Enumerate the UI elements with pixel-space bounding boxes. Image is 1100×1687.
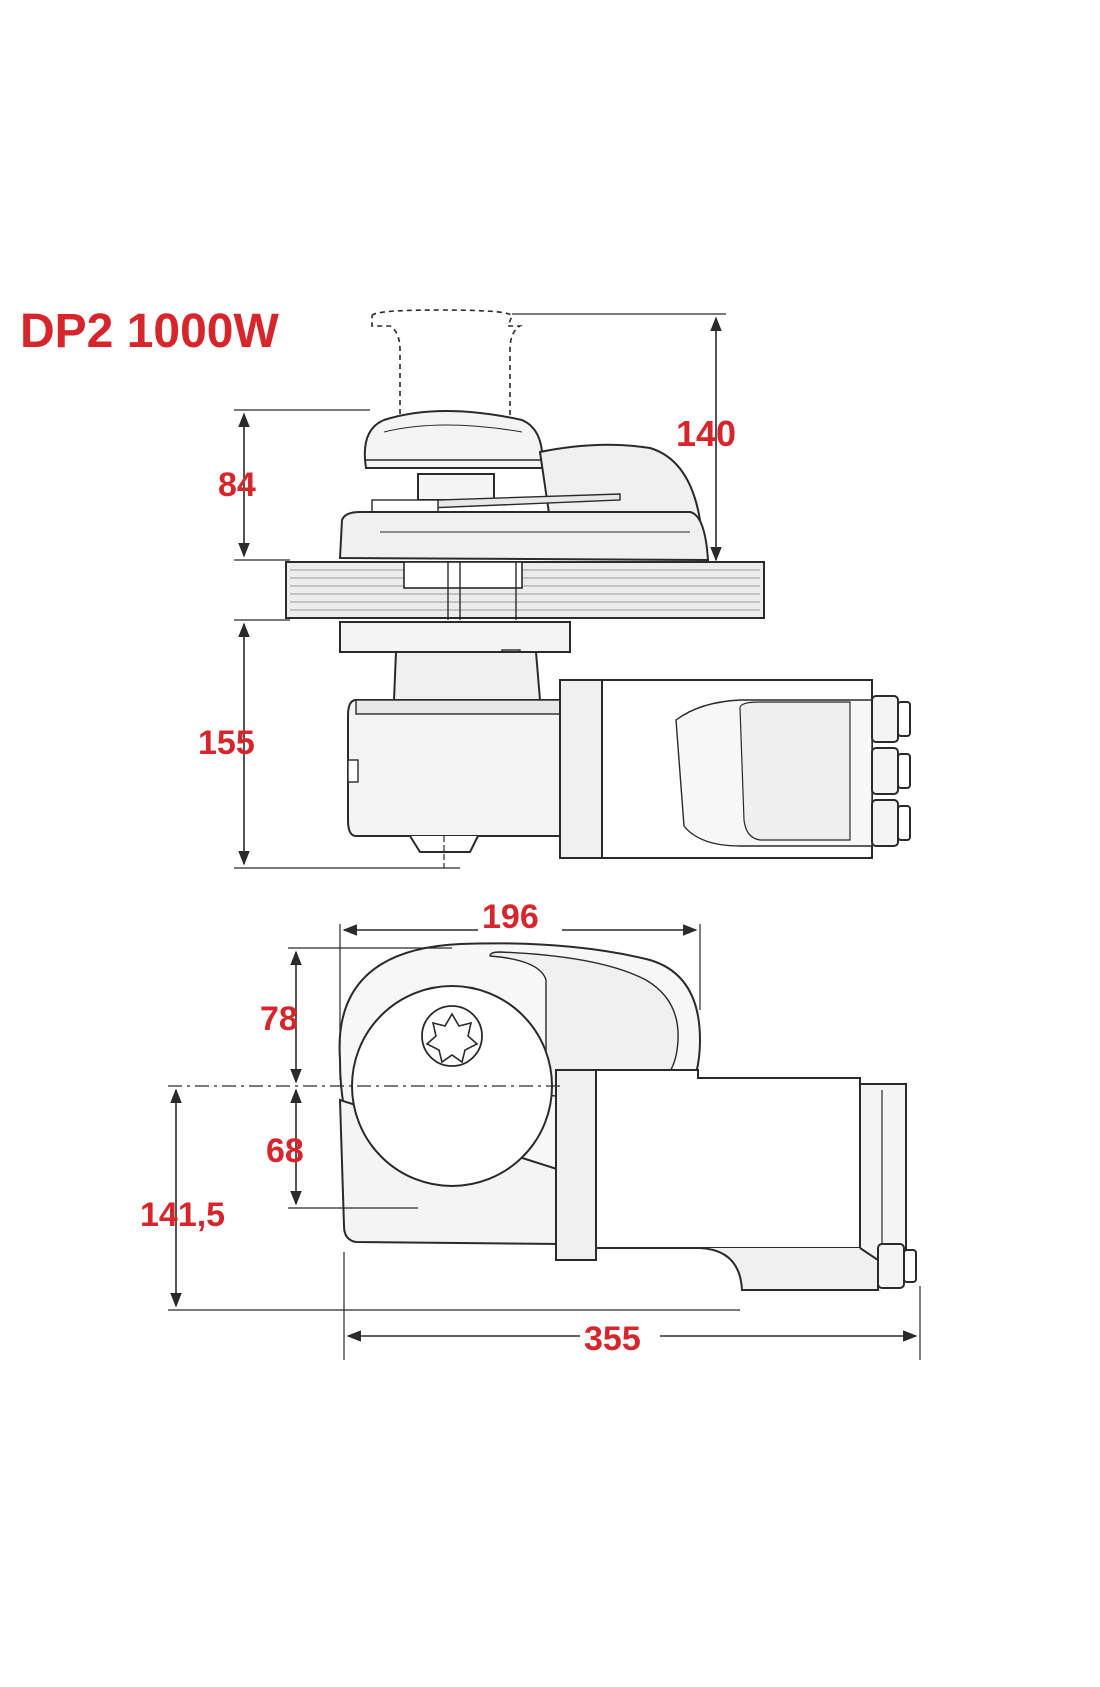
product-title: DP2 1000W <box>20 305 279 358</box>
under-deck-flange <box>339 621 571 653</box>
deck-base <box>338 511 710 562</box>
dimension-84: 84 <box>218 466 256 504</box>
star-socket-octagram <box>425 1012 479 1064</box>
deck-grain-lines <box>290 569 760 611</box>
motor-collar <box>559 679 603 859</box>
dimension-141-5: 141,5 <box>140 1196 225 1234</box>
top-view <box>338 942 917 1291</box>
gearbox-body <box>347 699 601 837</box>
cable-gland-3 <box>871 799 899 847</box>
shaft-collar <box>417 473 495 501</box>
dimension-78: 78 <box>260 1000 298 1038</box>
dimension-355: 355 <box>584 1320 641 1358</box>
gearbox-neck <box>392 651 542 701</box>
cap-dome <box>363 410 544 469</box>
top-cable-gland <box>877 1243 905 1289</box>
top-motor-body <box>595 1069 861 1249</box>
arm-housing <box>538 443 702 521</box>
top-view-dimensions <box>168 924 921 1360</box>
dimension-140: 140 <box>676 413 736 454</box>
cable-gland-2 <box>871 747 899 795</box>
gypsy-dashed-outline <box>371 309 523 421</box>
top-motor-collar <box>555 1069 597 1261</box>
side-view-dimensions <box>234 313 726 869</box>
dimension-155: 155 <box>198 724 255 762</box>
dimension-68: 68 <box>266 1132 304 1170</box>
side-view <box>285 309 911 868</box>
deck-plank <box>285 561 765 619</box>
cable-gland-1 <box>871 695 899 743</box>
dimension-196: 196 <box>482 898 539 936</box>
